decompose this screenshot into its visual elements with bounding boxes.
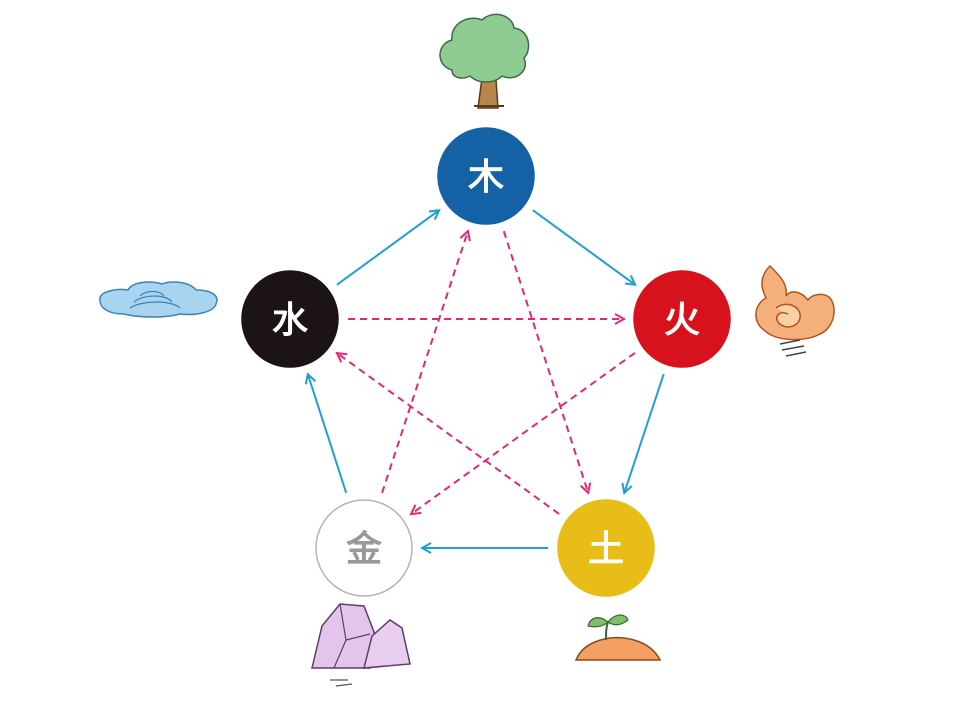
overcoming-arrow-earth-to-water [337,353,560,515]
generating-arrow-metal-to-water [308,374,348,494]
crystal-icon [311,603,411,687]
overcoming-arrow-metal-to-wood [381,231,468,494]
element-circle-earth [557,499,655,597]
element-circle-fire [633,270,731,368]
tree-icon [439,13,530,109]
element-label-earth: 土 [588,529,624,570]
element-circle-metal [315,499,413,597]
element-node-wood: 木 [437,127,535,225]
element-label-fire: 火 [664,300,700,341]
sprout-icon [574,614,662,661]
element-node-water: 水 [241,270,339,368]
element-label-water: 水 [272,300,309,341]
element-nodes: 木火土 金 水 [241,127,731,597]
element-label-metal: 金 [345,528,383,570]
generating-arrow-wood-to-fire [532,209,635,285]
cycle-arrows [308,209,665,548]
flame-icon [755,264,835,357]
overcoming-arrow-wood-to-earth [502,230,588,493]
element-node-fire: 火 [633,270,731,368]
overcoming-arrow-fire-to-metal [411,352,636,514]
puddle-icon [99,281,218,318]
element-label-wood: 木 [468,157,504,198]
generating-arrow-fire-to-earth [624,373,665,493]
generating-arrow-water-to-wood [336,210,439,286]
element-circle-water [241,270,339,368]
element-node-earth: 土 [557,499,655,597]
element-node-metal: 金 [315,499,413,597]
element-circle-wood [437,127,535,225]
